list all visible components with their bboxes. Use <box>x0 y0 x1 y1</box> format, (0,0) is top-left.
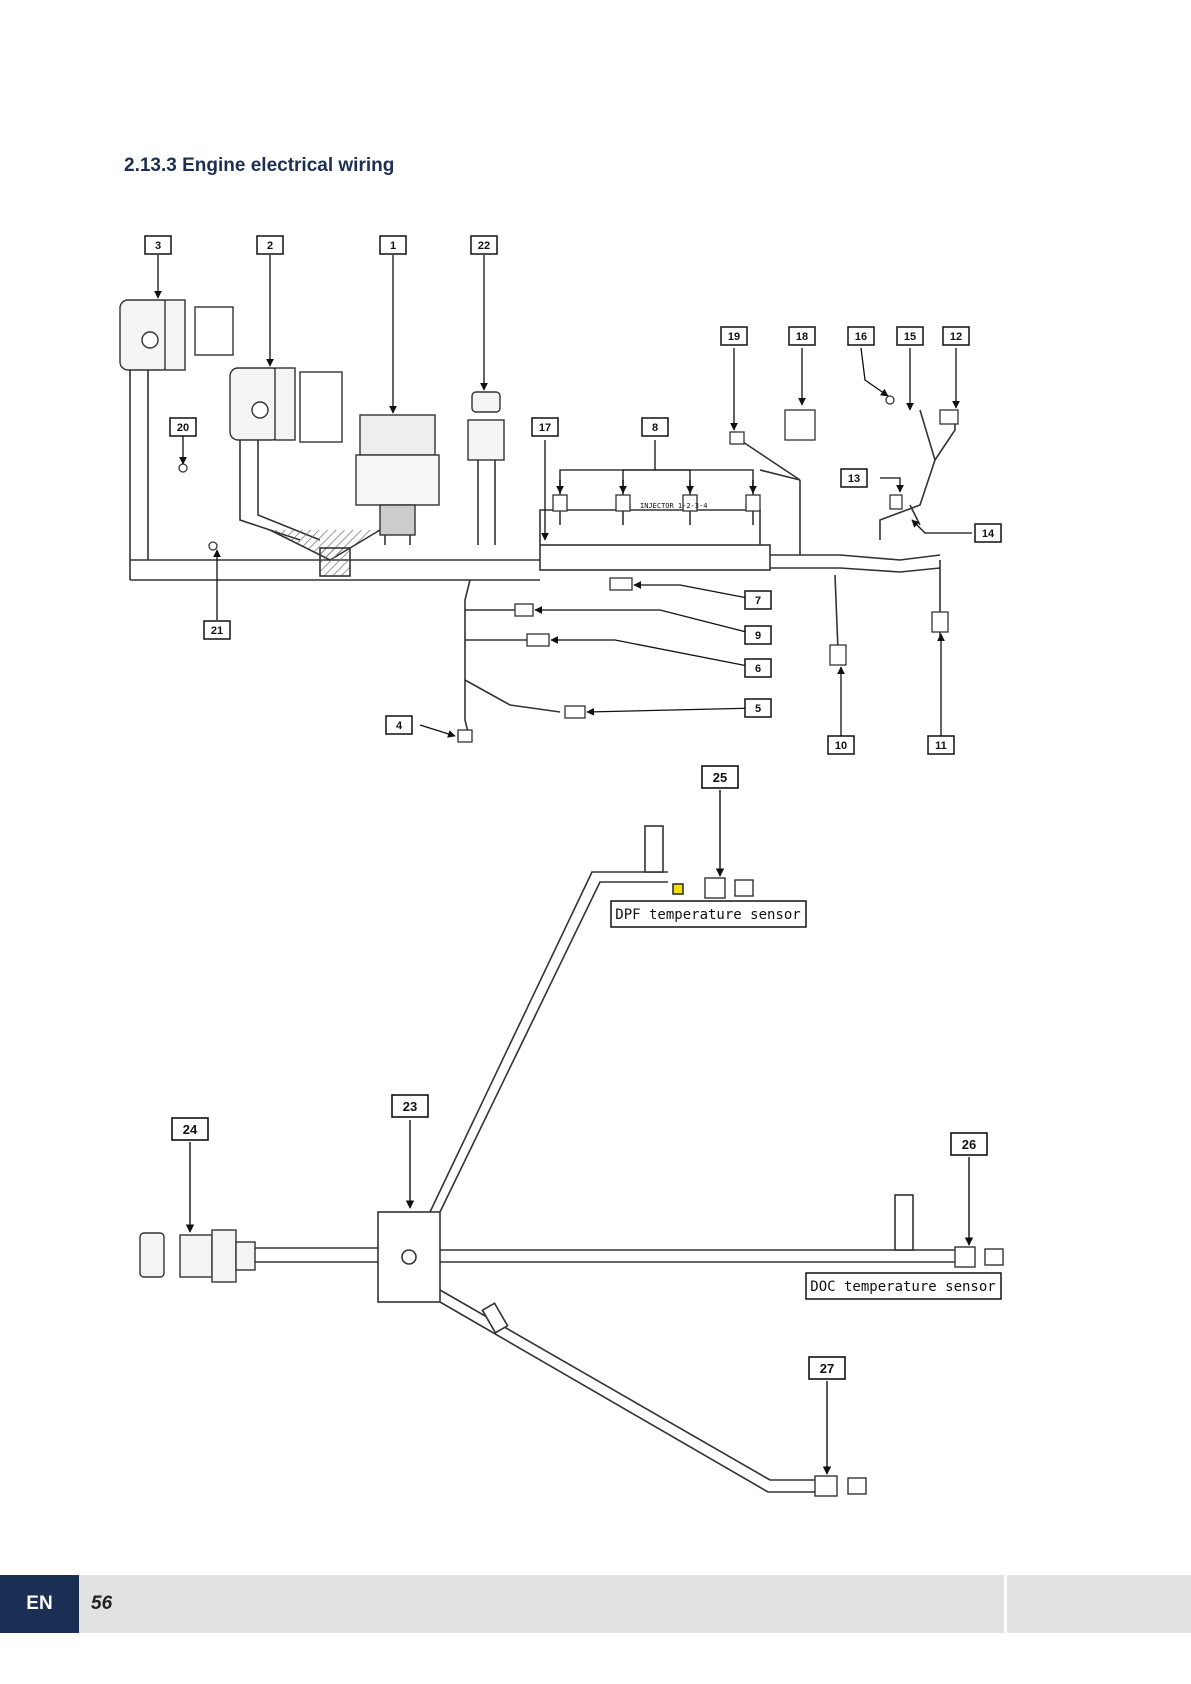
lower-harness <box>255 826 955 1492</box>
svg-text:3: 3 <box>155 240 161 252</box>
language-badge: EN <box>0 1575 79 1633</box>
callout-box-21: 21 <box>204 621 230 639</box>
callout-box-26: 26 <box>951 1133 987 1155</box>
svg-text:12: 12 <box>950 331 962 343</box>
main-connector-1 <box>356 415 439 535</box>
svg-text:16: 16 <box>855 331 867 343</box>
page-number: 56 <box>91 1575 112 1633</box>
svg-text:15: 15 <box>904 331 916 343</box>
callout-box-11: 11 <box>928 736 954 754</box>
svg-text:21: 21 <box>211 625 223 637</box>
svg-text:7: 7 <box>755 595 761 607</box>
callout-box-15: 15 <box>897 327 923 345</box>
connector-22 <box>468 392 504 460</box>
rail-marking: INJECTOR 1-2-3-4 <box>640 502 707 510</box>
callout-box-24: 24 <box>172 1118 208 1140</box>
svg-text:17: 17 <box>539 422 551 434</box>
svg-text:26: 26 <box>962 1137 976 1152</box>
callout-box-5: 5 <box>745 699 771 717</box>
svg-text:4: 4 <box>396 720 403 732</box>
dpf-sensor-plug <box>705 878 753 898</box>
ecu-2 <box>230 368 342 442</box>
callout-box-12: 12 <box>943 327 969 345</box>
svg-text:DPF temperature sensor: DPF temperature sensor <box>615 907 800 923</box>
ecu-3 <box>120 300 233 370</box>
callout-box-6: 6 <box>745 659 771 677</box>
callout-box-17: 17 <box>532 418 558 436</box>
svg-text:1: 1 <box>390 240 396 252</box>
svg-text:5: 5 <box>755 703 761 715</box>
callout-box-20: 20 <box>170 418 196 436</box>
callout-box-7: 7 <box>745 591 771 609</box>
svg-text:24: 24 <box>183 1122 198 1137</box>
svg-text:13: 13 <box>848 473 860 485</box>
svg-text:10: 10 <box>835 740 847 752</box>
svg-text:22: 22 <box>478 240 490 252</box>
engine-wiring-diagram: INJECTOR 1-2-3-4 3 2 1 22 20 17 8 19 18 … <box>0 0 1191 1560</box>
svg-text:27: 27 <box>820 1361 834 1376</box>
callout-box-8: 8 <box>642 418 668 436</box>
callout-box-25: 25 <box>702 766 738 788</box>
callout-box-1: 1 <box>380 236 406 254</box>
connector-24 <box>140 1230 255 1282</box>
page-footer: EN 56 <box>0 1575 1191 1633</box>
footer-divider <box>1004 1575 1007 1633</box>
dpf-caption-box: DPF temperature sensor <box>611 901 806 927</box>
svg-text:20: 20 <box>177 422 189 434</box>
sensor-27-plug <box>815 1476 866 1496</box>
callout-box-23: 23 <box>392 1095 428 1117</box>
svg-text:19: 19 <box>728 331 740 343</box>
svg-text:23: 23 <box>403 1099 417 1114</box>
svg-text:9: 9 <box>755 630 761 642</box>
svg-text:8: 8 <box>652 422 658 434</box>
svg-text:18: 18 <box>796 331 808 343</box>
doc-caption-box: DOC temperature sensor <box>806 1273 1001 1299</box>
callout-box-14: 14 <box>975 524 1001 542</box>
svg-text:DOC temperature sensor: DOC temperature sensor <box>810 1279 995 1295</box>
callout-box-4: 4 <box>386 716 412 734</box>
callout-box-2: 2 <box>257 236 283 254</box>
svg-text:2: 2 <box>267 240 273 252</box>
svg-text:6: 6 <box>755 663 761 675</box>
callout-box-27: 27 <box>809 1357 845 1379</box>
callout-box-10: 10 <box>828 736 854 754</box>
svg-text:11: 11 <box>935 740 947 752</box>
callout-box-19: 19 <box>721 327 747 345</box>
callout-box-3: 3 <box>145 236 171 254</box>
callout-box-18: 18 <box>789 327 815 345</box>
svg-text:14: 14 <box>982 528 995 540</box>
callout-leaders-lower <box>190 790 969 1474</box>
callout-box-16: 16 <box>848 327 874 345</box>
svg-text:25: 25 <box>713 770 727 785</box>
callout-box-22: 22 <box>471 236 497 254</box>
callout-box-13: 13 <box>841 469 867 487</box>
doc-sensor-plug <box>955 1247 1003 1267</box>
callout-box-9: 9 <box>745 626 771 644</box>
